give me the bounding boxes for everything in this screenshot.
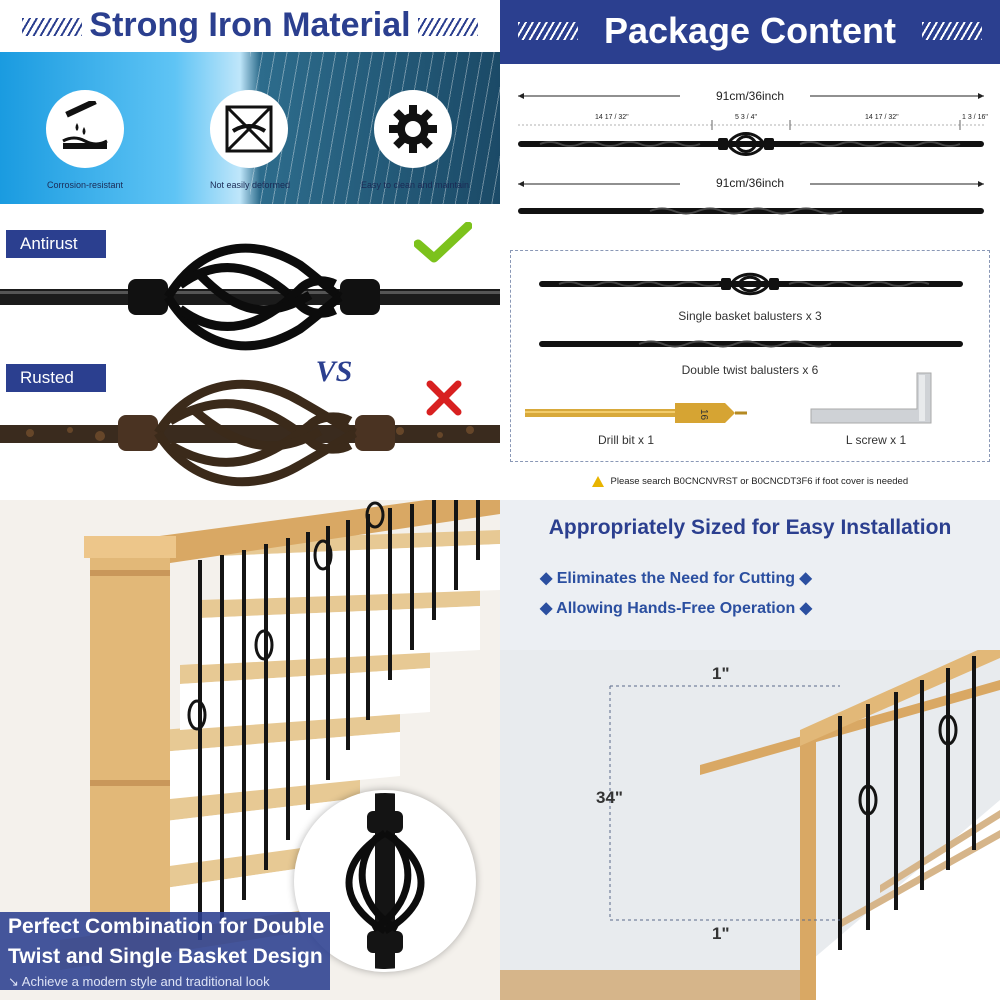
caption-line1: Perfect Combination for Double bbox=[8, 915, 325, 938]
caption-sub: ↘ Achieve a modern style and traditional… bbox=[0, 974, 330, 990]
height-label: 34" bbox=[596, 788, 623, 807]
gear-icon bbox=[374, 90, 452, 168]
l-screw-icon bbox=[810, 372, 932, 424]
acid-drop-icon bbox=[46, 90, 124, 168]
info-icon: ↘ bbox=[8, 974, 22, 989]
panel4-title: Appropriately Sized for Easy Installatio… bbox=[548, 516, 952, 539]
vs-badge: VS bbox=[306, 344, 362, 400]
rod1-seg-mid: 5 3 / 4" bbox=[735, 114, 757, 121]
panel2-header: Package Content bbox=[500, 0, 1000, 64]
bullet-hands-free: ◆ Allowing Hands-Free Operation ◆ bbox=[540, 598, 812, 618]
top-gap-label: 1" bbox=[712, 664, 730, 683]
single-basket-label: Single basket balusters x 3 bbox=[678, 309, 822, 323]
double-twist-baluster bbox=[539, 340, 963, 348]
diamond-icon: ◆ bbox=[540, 570, 557, 587]
cross-icon bbox=[426, 380, 462, 416]
antirust-baluster bbox=[0, 243, 500, 351]
rod2-dimension-lines bbox=[518, 181, 984, 215]
rod1-dimension-lines bbox=[518, 93, 984, 156]
rod1-seg-left: 14 17 / 32" bbox=[595, 114, 629, 121]
drill-bit-label: Drill bit x 1 bbox=[597, 433, 654, 447]
rusted-tag: Rusted bbox=[6, 364, 106, 392]
double-twist-label: Double twist balusters x 6 bbox=[681, 363, 819, 377]
staircase-photo bbox=[0, 500, 500, 1000]
bullet-cutting: ◆ Eliminates the Need for Cutting ◆ bbox=[540, 568, 812, 588]
header-stripes-right bbox=[418, 18, 478, 36]
package-items-box: Single basket balusters x 3 Double twist… bbox=[510, 250, 990, 462]
feature-band: Corrosion-resistant Not easily deformed bbox=[0, 52, 500, 204]
warning-icon bbox=[591, 476, 604, 487]
caption-line2: Twist and Single Basket Design bbox=[8, 945, 323, 968]
drill-size: 16 bbox=[698, 409, 709, 421]
panel1-header: Strong Iron Material bbox=[0, 0, 500, 58]
diamond-icon: ◆ bbox=[795, 570, 812, 587]
rod1-seg-end: 1 3 / 16" bbox=[962, 114, 988, 121]
panel2-title: Package Content bbox=[603, 10, 897, 51]
feature-label-deform: Not easily deformed bbox=[209, 180, 291, 190]
basket-closeup-photo bbox=[345, 793, 425, 969]
antirust-tag: Antirust bbox=[6, 230, 106, 258]
feature-label-clean: Easy to clean and maintain bbox=[360, 180, 470, 190]
rod1-length-label: 91cm/36inch bbox=[715, 89, 785, 103]
check-icon bbox=[414, 222, 472, 263]
rusted-baluster bbox=[0, 379, 500, 487]
drill-bit-icon: 16 bbox=[525, 403, 747, 423]
feature-label-corrosion: Corrosion-resistant bbox=[46, 180, 124, 190]
header-stripes-left bbox=[518, 22, 578, 40]
panel-package-content: Package Content 91cm/36inch 14 17 / 32" … bbox=[500, 0, 1000, 500]
bullet-cutting-text: Eliminates the Need for Cutting bbox=[556, 570, 795, 587]
diamond-icon: ◆ bbox=[540, 600, 557, 617]
foot-cover-note-text: Please search B0CNCNVRST or B0CNCDT3F6 i… bbox=[610, 476, 909, 488]
single-basket-baluster bbox=[539, 272, 963, 296]
panel3-caption: Perfect Combination for Double Twist and… bbox=[0, 912, 330, 990]
rod1-seg-right: 14 17 / 32" bbox=[865, 114, 899, 121]
no-bend-icon bbox=[210, 90, 288, 168]
installation-photo bbox=[500, 650, 1000, 1000]
diamond-icon: ◆ bbox=[795, 600, 813, 617]
panel-strong-iron: Strong Iron Material Corrosion-resistant… bbox=[0, 0, 500, 500]
bottom-gap-label: 1" bbox=[712, 924, 730, 943]
l-screw-label: L screw x 1 bbox=[845, 433, 907, 447]
bullet-hands-free-text: Allowing Hands-Free Operation bbox=[556, 600, 796, 617]
foot-cover-note: Please search B0CNCNVRST or B0CNCDT3F6 i… bbox=[500, 476, 1000, 487]
vs-label: VS bbox=[315, 355, 353, 388]
panel1-title: Strong Iron Material bbox=[89, 6, 411, 44]
header-stripes-left bbox=[22, 18, 82, 36]
header-stripes-right bbox=[922, 22, 982, 40]
panel-installation-size: Appropriately Sized for Easy Installatio… bbox=[500, 500, 1000, 1000]
panel-staircase-design: Perfect Combination for Double Twist and… bbox=[0, 500, 500, 1000]
caption-sub-text: Achieve a modern style and traditional l… bbox=[21, 974, 270, 989]
rod2-length-label: 91cm/36inch bbox=[715, 176, 785, 190]
